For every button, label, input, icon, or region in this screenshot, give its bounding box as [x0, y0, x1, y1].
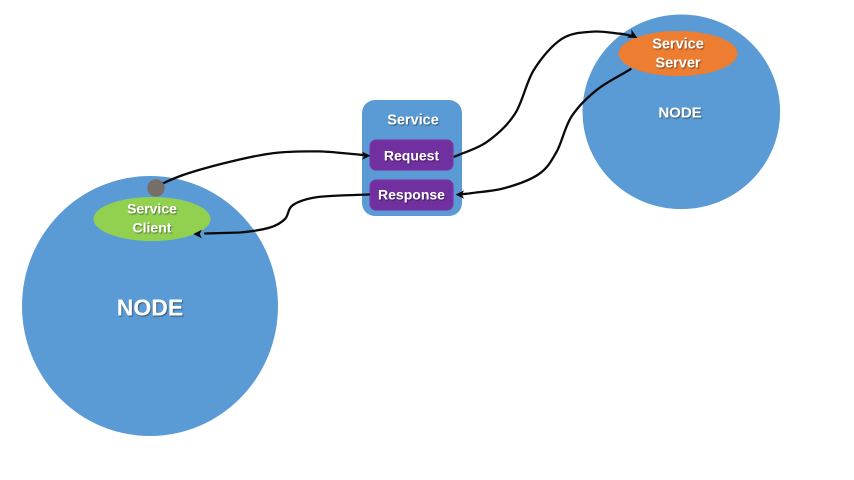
- svg-text:NODE: NODE: [117, 295, 183, 321]
- svg-text:Service: Service: [387, 113, 439, 129]
- svg-text:Service: Service: [127, 201, 177, 217]
- svg-text:NODE: NODE: [658, 105, 701, 122]
- svg-text:Server: Server: [655, 56, 701, 72]
- svg-text:Response: Response: [378, 187, 445, 203]
- svg-text:Service: Service: [652, 37, 704, 53]
- svg-text:Request: Request: [384, 148, 440, 164]
- svg-text:Client: Client: [133, 220, 172, 236]
